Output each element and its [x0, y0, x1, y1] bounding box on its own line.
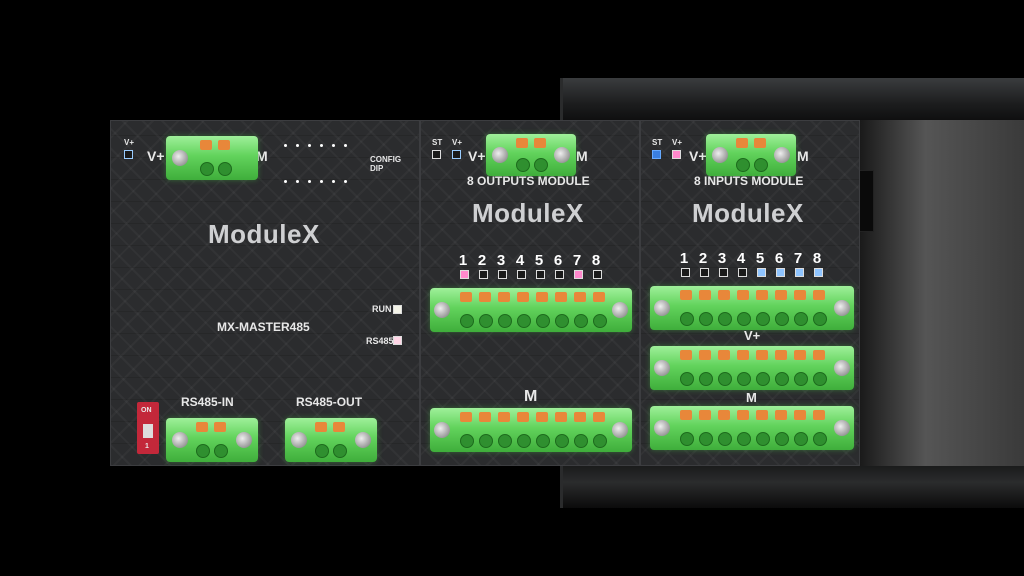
outputs-power-connector[interactable]: [486, 134, 576, 176]
outputs-brand-logo: ModuleX: [472, 198, 584, 228]
inputs-channel-5: 5: [755, 250, 765, 267]
outputs-st-led: [432, 150, 441, 159]
inputs-vplus-middle-label: V+: [744, 328, 761, 343]
outputs-channel-8: 8: [591, 252, 601, 269]
inputs-common-terminal-block[interactable]: [650, 406, 854, 450]
outputs-channel-6: 6: [553, 252, 563, 269]
inputs-m-bottom-label: M: [746, 390, 757, 405]
outputs-channel-1: 1: [458, 252, 468, 269]
config-label: CONFIG: [370, 155, 402, 164]
outputs-vplus-label: V+: [468, 148, 486, 164]
outputs-channel-numbers: 1 2 3 4 5 6 7 8: [457, 252, 602, 269]
master-brand-logo: ModuleX: [208, 219, 320, 249]
outputs-vplus-led-label: V+: [452, 138, 463, 147]
inputs-channel-4: 4: [736, 250, 746, 267]
outputs-st-label: ST: [432, 138, 443, 147]
master-model-label: MX-MASTER485: [217, 320, 310, 334]
inputs-channel-8: 8: [812, 250, 822, 267]
dip-label: DIP: [370, 164, 384, 173]
inputs-vplus-led: [672, 150, 681, 159]
outputs-terminal-block[interactable]: [430, 288, 632, 332]
outputs-channel-2: 2: [477, 252, 487, 269]
outputs-m-bottom-label: M: [524, 388, 538, 405]
inputs-module-title: 8 INPUTS MODULE: [694, 174, 804, 188]
rs485-out-label: RS485-OUT: [296, 395, 363, 409]
rs485-label: RS485: [366, 336, 394, 346]
dip-knob[interactable]: [143, 424, 153, 438]
dip-on-label: ON: [141, 407, 152, 414]
rail-clip: [858, 170, 874, 232]
inputs-channel-1: 1: [679, 250, 689, 267]
master-m-label: M: [256, 148, 268, 164]
master-vplus-led-label: V+: [124, 138, 135, 147]
inputs-vplus-label: V+: [689, 148, 707, 164]
rs485-led: [393, 336, 402, 345]
outputs-module-title: 8 OUTPUTS MODULE: [467, 174, 590, 188]
outputs-channel-3: 3: [496, 252, 506, 269]
run-led: [393, 305, 402, 314]
inputs-channel-6: 6: [774, 250, 784, 267]
termination-dip-switch[interactable]: ON 1: [137, 402, 159, 454]
master-power-connector[interactable]: [166, 136, 258, 180]
master-vplus-led: [124, 150, 133, 159]
inputs-st-label: ST: [652, 138, 663, 147]
master-module: [110, 120, 420, 466]
rs485-out-connector[interactable]: [285, 418, 377, 462]
rs485-in-label: RS485-IN: [181, 395, 234, 409]
dip-one-label: 1: [145, 443, 149, 450]
outputs-vplus-led: [452, 150, 461, 159]
rail-end-plate: [860, 120, 1024, 466]
outputs-channel-7: 7: [572, 252, 582, 269]
inputs-brand-logo: ModuleX: [692, 198, 804, 228]
inputs-channel-7: 7: [793, 250, 803, 267]
inputs-channel-2: 2: [698, 250, 708, 267]
rs485-in-connector[interactable]: [166, 418, 258, 462]
run-label: RUN: [372, 304, 392, 314]
outputs-channel-5: 5: [534, 252, 544, 269]
outputs-common-terminal-block[interactable]: [430, 408, 632, 452]
inputs-channel-3: 3: [717, 250, 727, 267]
inputs-st-led: [652, 150, 661, 159]
outputs-m-label: M: [576, 148, 588, 164]
inputs-terminal-block[interactable]: [650, 286, 854, 330]
master-vplus-label: V+: [147, 148, 165, 164]
inputs-m-label: M: [797, 148, 809, 164]
outputs-channel-4: 4: [515, 252, 525, 269]
inputs-vplus-terminal-block[interactable]: [650, 346, 854, 390]
inputs-channel-numbers: 1 2 3 4 5 6 7 8: [678, 250, 823, 267]
inputs-vplus-led-label: V+: [672, 138, 683, 147]
inputs-power-connector[interactable]: [706, 134, 796, 176]
